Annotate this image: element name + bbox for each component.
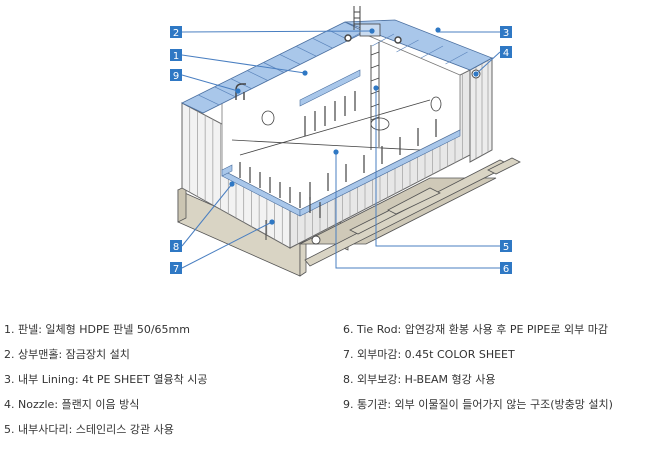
callout-box-3 — [500, 26, 512, 38]
tie-rods — [231, 91, 437, 218]
water-tank-diagram: 1 2 3 4 5 6 7 8 9 — [170, 6, 521, 277]
callout-number-8: 8 — [173, 242, 179, 253]
callout-number-7: 7 — [173, 264, 179, 275]
roof-panels — [181, 19, 493, 114]
legend-item-9: 9. 통기관: 외부 이물질이 들어가지 않는 구조(방충망 설치) — [343, 398, 613, 411]
callout-number-3: 3 — [503, 28, 509, 39]
callout-box-1 — [170, 49, 182, 61]
legend-item-3: 3. 내부 Lining: 4t PE SHEET 열융착 시공 — [4, 373, 208, 386]
legend-left: 1. 판넬: 일체형 HDPE 판넬 50/65mm 2. 상부맨홀: 잠금장치… — [4, 324, 207, 449]
callout-box-2 — [170, 26, 182, 38]
callout-box-5 — [500, 240, 512, 252]
legend-right: 6. Tie Rod: 압연강재 환봉 사용 후 PE PIPE로 외부 마감 … — [343, 324, 613, 424]
callout-box-9 — [170, 69, 182, 81]
callout-box-8 — [170, 240, 182, 252]
leader-line-1 — [181, 54, 306, 74]
leader-line-7 — [181, 221, 273, 269]
legend-item-1: 1. 판넬: 일체형 HDPE 판넬 50/65mm — [4, 323, 190, 336]
callout-point-8 — [229, 181, 235, 187]
callout-number-9: 9 — [173, 71, 179, 82]
callout-point-4 — [473, 71, 479, 77]
callout-number-1: 1 — [173, 51, 179, 62]
leader-line-8 — [181, 183, 233, 247]
callout-point-1 — [302, 70, 308, 76]
leader-line-3 — [437, 30, 500, 33]
leader-line-6 — [335, 152, 500, 269]
callout-point-3 — [435, 27, 441, 33]
callout-leaders — [181, 27, 501, 269]
callout-box-4 — [500, 46, 512, 58]
callout-labels: 1 2 3 4 5 6 7 8 9 — [170, 26, 512, 275]
legend-item-5: 5. 내부사다리: 스테인리스 강관 사용 — [4, 423, 174, 436]
legend-item-4: 4. Nozzle: 플랜지 이음 방식 — [4, 398, 140, 411]
legend-item-2: 2. 상부맨홀: 잠금장치 설치 — [4, 348, 130, 361]
callout-point-9 — [235, 88, 241, 94]
legend-item-7: 7. 외부마감: 0.45t COLOR SHEET — [343, 348, 515, 361]
legend-item-8: 8. 외부보강: H-BEAM 형강 사용 — [343, 373, 496, 386]
leader-line-5 — [375, 88, 500, 247]
callout-number-6: 6 — [503, 264, 509, 275]
legend-item-6: 6. Tie Rod: 압연강재 환봉 사용 후 PE PIPE로 외부 마감 — [343, 323, 608, 336]
callout-box-7 — [170, 262, 182, 274]
inner-ladder — [370, 42, 380, 150]
leader-line-2 — [181, 30, 373, 33]
callout-box-6 — [500, 262, 512, 274]
callout-point-2 — [369, 28, 375, 34]
callout-number-5: 5 — [503, 242, 509, 253]
inner-lining — [221, 69, 461, 217]
callout-number-2: 2 — [173, 28, 179, 39]
callout-point-5 — [373, 85, 379, 91]
callout-number-4: 4 — [503, 48, 509, 59]
leader-line-4 — [475, 51, 501, 75]
leader-line-9 — [181, 74, 239, 92]
callout-point-6 — [333, 149, 339, 155]
callout-point-7 — [269, 219, 275, 225]
